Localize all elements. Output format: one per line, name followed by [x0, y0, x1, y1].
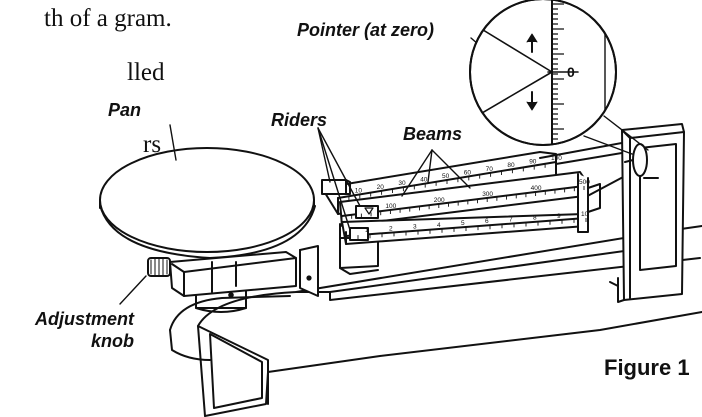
- beams-leader-1: [427, 149, 433, 183]
- zoom-connector-2: [603, 115, 649, 151]
- top-beam-label: 50: [442, 173, 450, 180]
- adjustment-knob-leader: [119, 275, 147, 305]
- adjustment-knob-label-line-1: Adjustment: [35, 309, 134, 329]
- middle-beam-label: 400: [531, 185, 542, 192]
- bottom-beam-label: 8: [533, 215, 537, 222]
- beams-leader-3: [431, 149, 471, 189]
- top-beam-label: 10: [355, 187, 363, 194]
- pan-label: Pan: [108, 100, 142, 120]
- bottom-beam-label: 4: [437, 222, 441, 229]
- top-beam-label: 70: [486, 166, 494, 173]
- middle-beam-label: 200: [434, 197, 445, 204]
- bottom-beam-label: 6: [485, 218, 489, 225]
- top-beam-label: 100: [551, 155, 562, 162]
- zoom-zero-label: 0: [567, 64, 575, 80]
- pointer-tower: [609, 123, 685, 303]
- top-beam-label: 30: [398, 180, 406, 187]
- adjustment-knob-label-line-2: knob: [91, 330, 134, 351]
- riders-leader-1: [317, 127, 331, 183]
- body-text-line-3: rs: [143, 131, 162, 158]
- pointer-zoom-inset: [469, 0, 617, 146]
- beam-scale-labels: 10 20 30 40 50 60 70 80 90 100 100 200 300 400 500 1 2 3 4…: [355, 155, 590, 234]
- middle-beam-label: 300: [482, 191, 493, 198]
- bottom-beam-label: 7: [509, 216, 513, 223]
- beams-label: Beams: [403, 124, 463, 144]
- top-beam-label: 60: [464, 169, 472, 176]
- figure-caption: Figure 1: [604, 355, 690, 380]
- beams: [321, 139, 641, 245]
- middle-beam-label: 100: [385, 203, 396, 210]
- riders-leader-3: [317, 127, 351, 231]
- body-text-line-1: th of a gram.: [44, 5, 172, 32]
- pan: [99, 147, 316, 259]
- top-beam-label: 90: [529, 159, 537, 166]
- zoom-connector-1: [583, 135, 633, 155]
- zoom-scale-ticks: [552, 3, 564, 145]
- riders-label: Riders: [271, 110, 328, 130]
- bottom-beam-label: 10: [581, 211, 589, 218]
- top-beam-label: 80: [507, 162, 515, 169]
- top-beam-label: 20: [377, 184, 385, 191]
- beam-tick-marks: [337, 162, 587, 240]
- body-text-line-2: lled: [127, 59, 165, 86]
- beams-leader-2: [401, 149, 433, 197]
- bottom-beam-label: 3: [413, 224, 417, 231]
- pan-leader: [169, 124, 177, 161]
- bottom-beam-label: 5: [461, 220, 465, 227]
- riders-leader-2: [317, 127, 361, 207]
- middle-beam-label: 500: [579, 179, 590, 186]
- adjustment-knob-assembly: [147, 251, 297, 297]
- bottom-beam-label: 9: [557, 213, 561, 220]
- top-beam-label: 40: [420, 177, 428, 184]
- adjustment-knob-label: Adjustment knob: [30, 309, 134, 352]
- pointer-label: Pointer (at zero): [297, 20, 435, 40]
- bottom-beam-label: 2: [389, 225, 393, 232]
- bottom-beam-label: 1: [365, 227, 369, 234]
